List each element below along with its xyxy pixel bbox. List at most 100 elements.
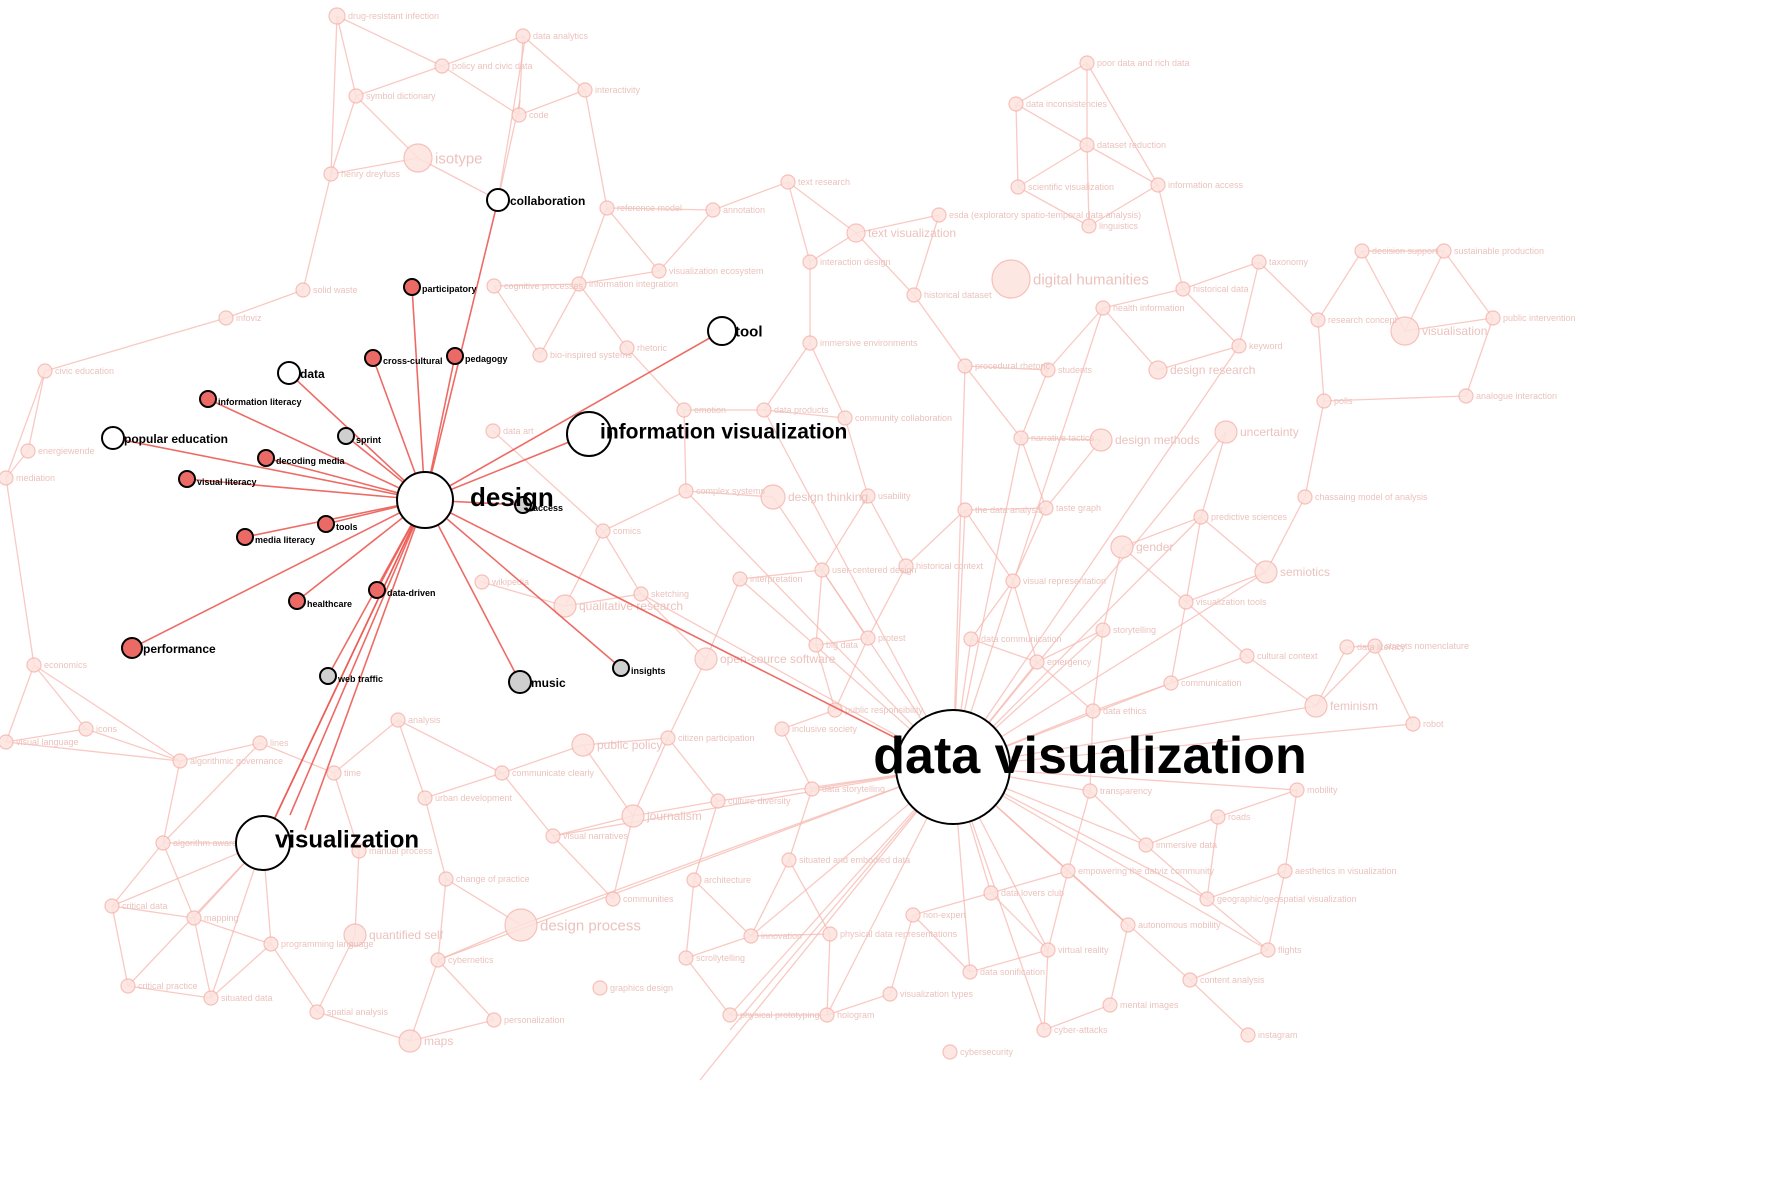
background-node[interactable]	[1310, 312, 1326, 328]
background-node[interactable]	[511, 107, 527, 123]
background-node[interactable]	[756, 402, 772, 418]
background-node[interactable]	[1316, 393, 1332, 409]
background-node[interactable]	[323, 166, 339, 182]
node-sprint[interactable]	[337, 427, 355, 445]
background-node[interactable]	[263, 936, 279, 952]
background-node[interactable]	[504, 908, 538, 942]
background-node[interactable]	[1005, 573, 1021, 589]
background-node[interactable]	[1458, 388, 1474, 404]
background-node[interactable]	[722, 1007, 738, 1023]
background-node[interactable]	[486, 1012, 502, 1028]
background-node[interactable]	[155, 835, 171, 851]
background-node[interactable]	[20, 443, 36, 459]
background-node[interactable]	[705, 202, 721, 218]
background-node[interactable]	[1239, 648, 1255, 664]
background-node[interactable]	[651, 263, 667, 279]
background-node[interactable]	[1081, 218, 1097, 234]
background-node[interactable]	[732, 571, 748, 587]
background-node[interactable]	[326, 765, 342, 781]
background-node[interactable]	[678, 483, 694, 499]
background-node[interactable]	[1178, 594, 1194, 610]
background-node[interactable]	[1214, 420, 1238, 444]
background-node[interactable]	[37, 363, 53, 379]
background-node[interactable]	[804, 781, 820, 797]
background-node[interactable]	[1040, 942, 1056, 958]
background-node[interactable]	[819, 1007, 835, 1023]
background-node[interactable]	[592, 980, 608, 996]
focus-nodes[interactable]	[101, 188, 1011, 871]
background-node[interactable]	[1150, 177, 1166, 193]
node-visualization[interactable]	[235, 815, 291, 871]
background-node[interactable]	[295, 282, 311, 298]
node-decoding-media[interactable]	[257, 449, 275, 467]
background-node[interactable]	[577, 82, 593, 98]
background-node[interactable]	[710, 793, 726, 809]
background-node[interactable]	[120, 978, 136, 994]
background-node[interactable]	[905, 907, 921, 923]
background-node[interactable]	[1095, 300, 1111, 316]
background-node[interactable]	[1485, 310, 1501, 326]
background-node[interactable]	[1060, 863, 1076, 879]
background-node[interactable]	[660, 730, 676, 746]
background-node[interactable]	[0, 470, 14, 486]
background-node[interactable]	[203, 990, 219, 1006]
node-design[interactable]	[396, 471, 454, 529]
background-node[interactable]	[1008, 96, 1024, 112]
background-node[interactable]	[882, 986, 898, 1002]
background-node[interactable]	[398, 1029, 422, 1053]
background-node[interactable]	[390, 712, 406, 728]
node-pedagogy[interactable]	[446, 347, 464, 365]
background-node[interactable]	[218, 310, 234, 326]
background-node[interactable]	[802, 254, 818, 270]
background-node[interactable]	[686, 872, 702, 888]
background-node[interactable]	[694, 647, 718, 671]
background-node[interactable]	[1120, 917, 1136, 933]
background-node[interactable]	[595, 523, 611, 539]
background-node[interactable]	[963, 631, 979, 647]
node-media-literacy[interactable]	[236, 528, 254, 546]
background-node[interactable]	[1289, 782, 1305, 798]
background-node[interactable]	[417, 790, 433, 806]
background-node[interactable]	[760, 484, 786, 510]
node-data[interactable]	[277, 361, 301, 385]
background-node[interactable]	[1079, 55, 1095, 71]
background-node[interactable]	[1405, 716, 1421, 732]
background-node[interactable]	[781, 852, 797, 868]
background-node[interactable]	[1095, 622, 1111, 638]
background-node[interactable]	[1339, 639, 1355, 655]
background-node[interactable]	[1038, 500, 1054, 516]
background-node[interactable]	[802, 335, 818, 351]
node-web-traffic[interactable]	[319, 667, 337, 685]
node-data-visualization[interactable]	[895, 709, 1011, 825]
background-node[interactable]	[1304, 694, 1328, 718]
background-node[interactable]	[1354, 243, 1370, 259]
background-node[interactable]	[1277, 863, 1293, 879]
background-node[interactable]	[983, 885, 999, 901]
background-node[interactable]	[991, 259, 1031, 299]
background-node[interactable]	[0, 734, 14, 750]
background-node[interactable]	[1029, 654, 1045, 670]
node-music[interactable]	[508, 670, 532, 694]
node-participatory[interactable]	[403, 278, 421, 296]
background-node[interactable]	[808, 637, 824, 653]
background-node[interactable]	[553, 594, 577, 618]
background-node[interactable]	[1390, 316, 1420, 346]
background-node[interactable]	[438, 871, 454, 887]
background-node[interactable]	[676, 402, 692, 418]
background-node[interactable]	[571, 733, 595, 757]
background-node[interactable]	[571, 276, 587, 292]
background-node[interactable]	[486, 278, 502, 294]
background-node[interactable]	[678, 950, 694, 966]
background-node[interactable]	[846, 223, 866, 243]
background-node[interactable]	[532, 347, 548, 363]
background-node[interactable]	[1199, 891, 1215, 907]
background-node[interactable]	[605, 891, 621, 907]
background-node[interactable]	[1013, 430, 1029, 446]
background-node[interactable]	[403, 143, 433, 173]
background-node[interactable]	[931, 207, 947, 223]
background-node[interactable]	[860, 630, 876, 646]
background-node[interactable]	[1254, 560, 1278, 584]
background-node[interactable]	[1036, 1022, 1052, 1038]
background-node[interactable]	[494, 765, 510, 781]
